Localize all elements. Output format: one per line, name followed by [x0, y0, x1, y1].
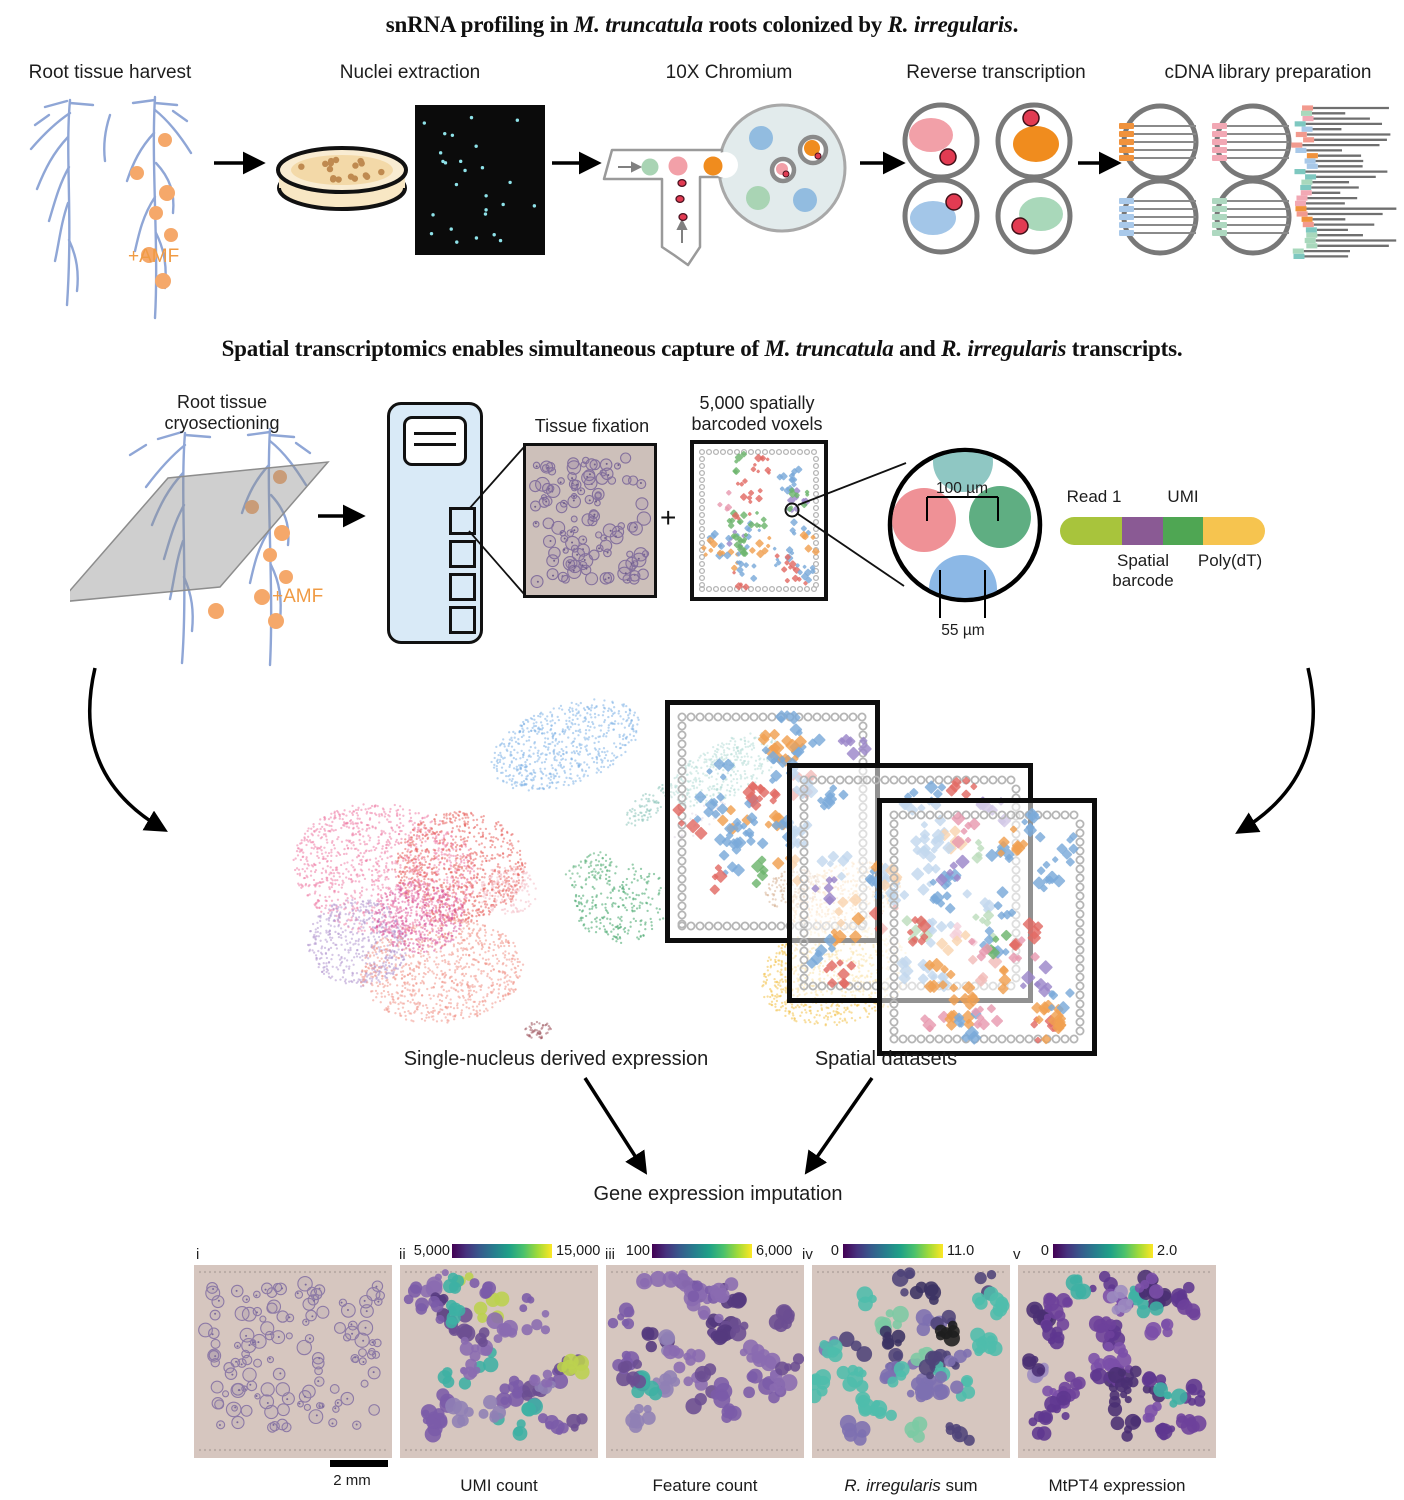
step-nuclei-extraction: Nuclei extraction: [339, 62, 481, 83]
panel-umi-count-image: [400, 1265, 598, 1458]
panel-roman-ii: ii: [399, 1246, 406, 1263]
spatial-barcode-label: Spatial barcode: [1112, 551, 1174, 590]
caption-rirregularis-sum: R. irregularis sum: [844, 1476, 978, 1495]
cb-min-v: 0: [1040, 1243, 1049, 1259]
spatial-dataset-3: [877, 798, 1097, 1056]
reverse-transcription-graphic: [902, 102, 1073, 255]
tissue-fixation-label: Tissue fixation: [534, 416, 650, 436]
root-illustration-2: [70, 427, 330, 667]
read1-label: Read 1: [1066, 487, 1122, 506]
step-10x-chromium: 10X Chromium: [665, 62, 793, 83]
colorbar-v: [1053, 1244, 1153, 1258]
read1-segment: [1060, 517, 1122, 545]
flow-arrows-icon: [618, 161, 688, 243]
cb-min-iv: 0: [830, 1243, 839, 1259]
panel-roman-iii: iii: [605, 1246, 615, 1263]
umi-label: UMI: [1167, 487, 1199, 506]
umi-segment: [1163, 517, 1203, 545]
polydt-label: Poly(dT): [1197, 551, 1263, 570]
cb-max-v: 2.0: [1157, 1243, 1178, 1259]
cassette-slot: [449, 540, 476, 568]
panel-roman-iv: iv: [802, 1246, 813, 1263]
polydt-segment: [1203, 517, 1265, 545]
barcoded-voxel-map: [690, 440, 828, 601]
cb-max-iv: 11.0: [947, 1243, 975, 1259]
cassette-slot: [449, 507, 476, 535]
step-cdna-library-preparation: cDNA library preparation: [1164, 62, 1372, 83]
spatial-datasets-label: Spatial datasets: [814, 1048, 958, 1070]
cryosection-cassette: [387, 402, 483, 644]
root-illustration-1: [29, 95, 193, 320]
read-construct-bar: [1060, 517, 1265, 545]
colorbar-iv: [843, 1244, 943, 1258]
cassette-label-window: [403, 416, 467, 466]
scale-55um-label: 55 µm: [941, 622, 985, 639]
cb-max-ii: 15,000: [556, 1243, 601, 1259]
single-nucleus-label: Single-nucleus derived expression: [403, 1048, 709, 1070]
step-root-tissue-harvest: Root tissue harvest: [28, 62, 192, 83]
section1-title: snRNA profiling in M. truncatula roots c…: [385, 12, 1019, 37]
panel-feature-count-image: [606, 1265, 804, 1458]
cassette-slot: [449, 573, 476, 601]
panel-rirregularis-sum-image: [812, 1265, 1010, 1458]
scale-bar-label: 2 mm: [333, 1472, 371, 1489]
amf-label-1: +AMF: [128, 246, 180, 267]
tissue-fixation-image: [523, 443, 657, 598]
panel-histology-image: [194, 1265, 392, 1458]
spatial-barcode-segment: [1122, 517, 1163, 545]
plus-sign: +: [660, 502, 677, 533]
panel-roman-v: v: [1013, 1246, 1021, 1263]
caption-umi-count: UMI count: [460, 1476, 538, 1495]
amf-label-2: +AMF: [272, 586, 324, 607]
cb-min-iii: 100: [625, 1243, 650, 1259]
panel-mtpt4-image: [1018, 1265, 1216, 1458]
section2-title: Spatial transcriptomics enables simultan…: [221, 336, 1183, 361]
nuclei-pellet-dots: [298, 156, 385, 183]
cb-max-iii: 6,000: [756, 1243, 793, 1259]
sectioning-plane: [70, 461, 330, 602]
nuclei-image: [415, 105, 545, 255]
cb-min-ii: 5,000: [413, 1243, 450, 1259]
voxels-label: 5,000 spatially barcoded voxels: [691, 393, 823, 434]
cryosectioning-label: Root tissue cryosectioning: [164, 392, 280, 433]
imputation-label: Gene expression imputation: [593, 1183, 843, 1205]
colorbar-iii: [652, 1244, 752, 1258]
chromium-microfluidics-graphic: [602, 103, 847, 267]
panel-roman-i: i: [196, 1246, 200, 1263]
caption-mtpt4: MtPT4 expression: [1048, 1476, 1186, 1495]
cassette-slot: [449, 606, 476, 634]
cdna-library-graphic: [1119, 103, 1397, 259]
step-reverse-transcription: Reverse transcription: [906, 62, 1086, 83]
colorbar-ii: [452, 1244, 552, 1258]
scale-bar: [330, 1460, 388, 1467]
scale-100um-label: 100 µm: [935, 480, 989, 497]
petri-dish: [276, 146, 408, 211]
caption-feature-count: Feature count: [652, 1476, 758, 1495]
